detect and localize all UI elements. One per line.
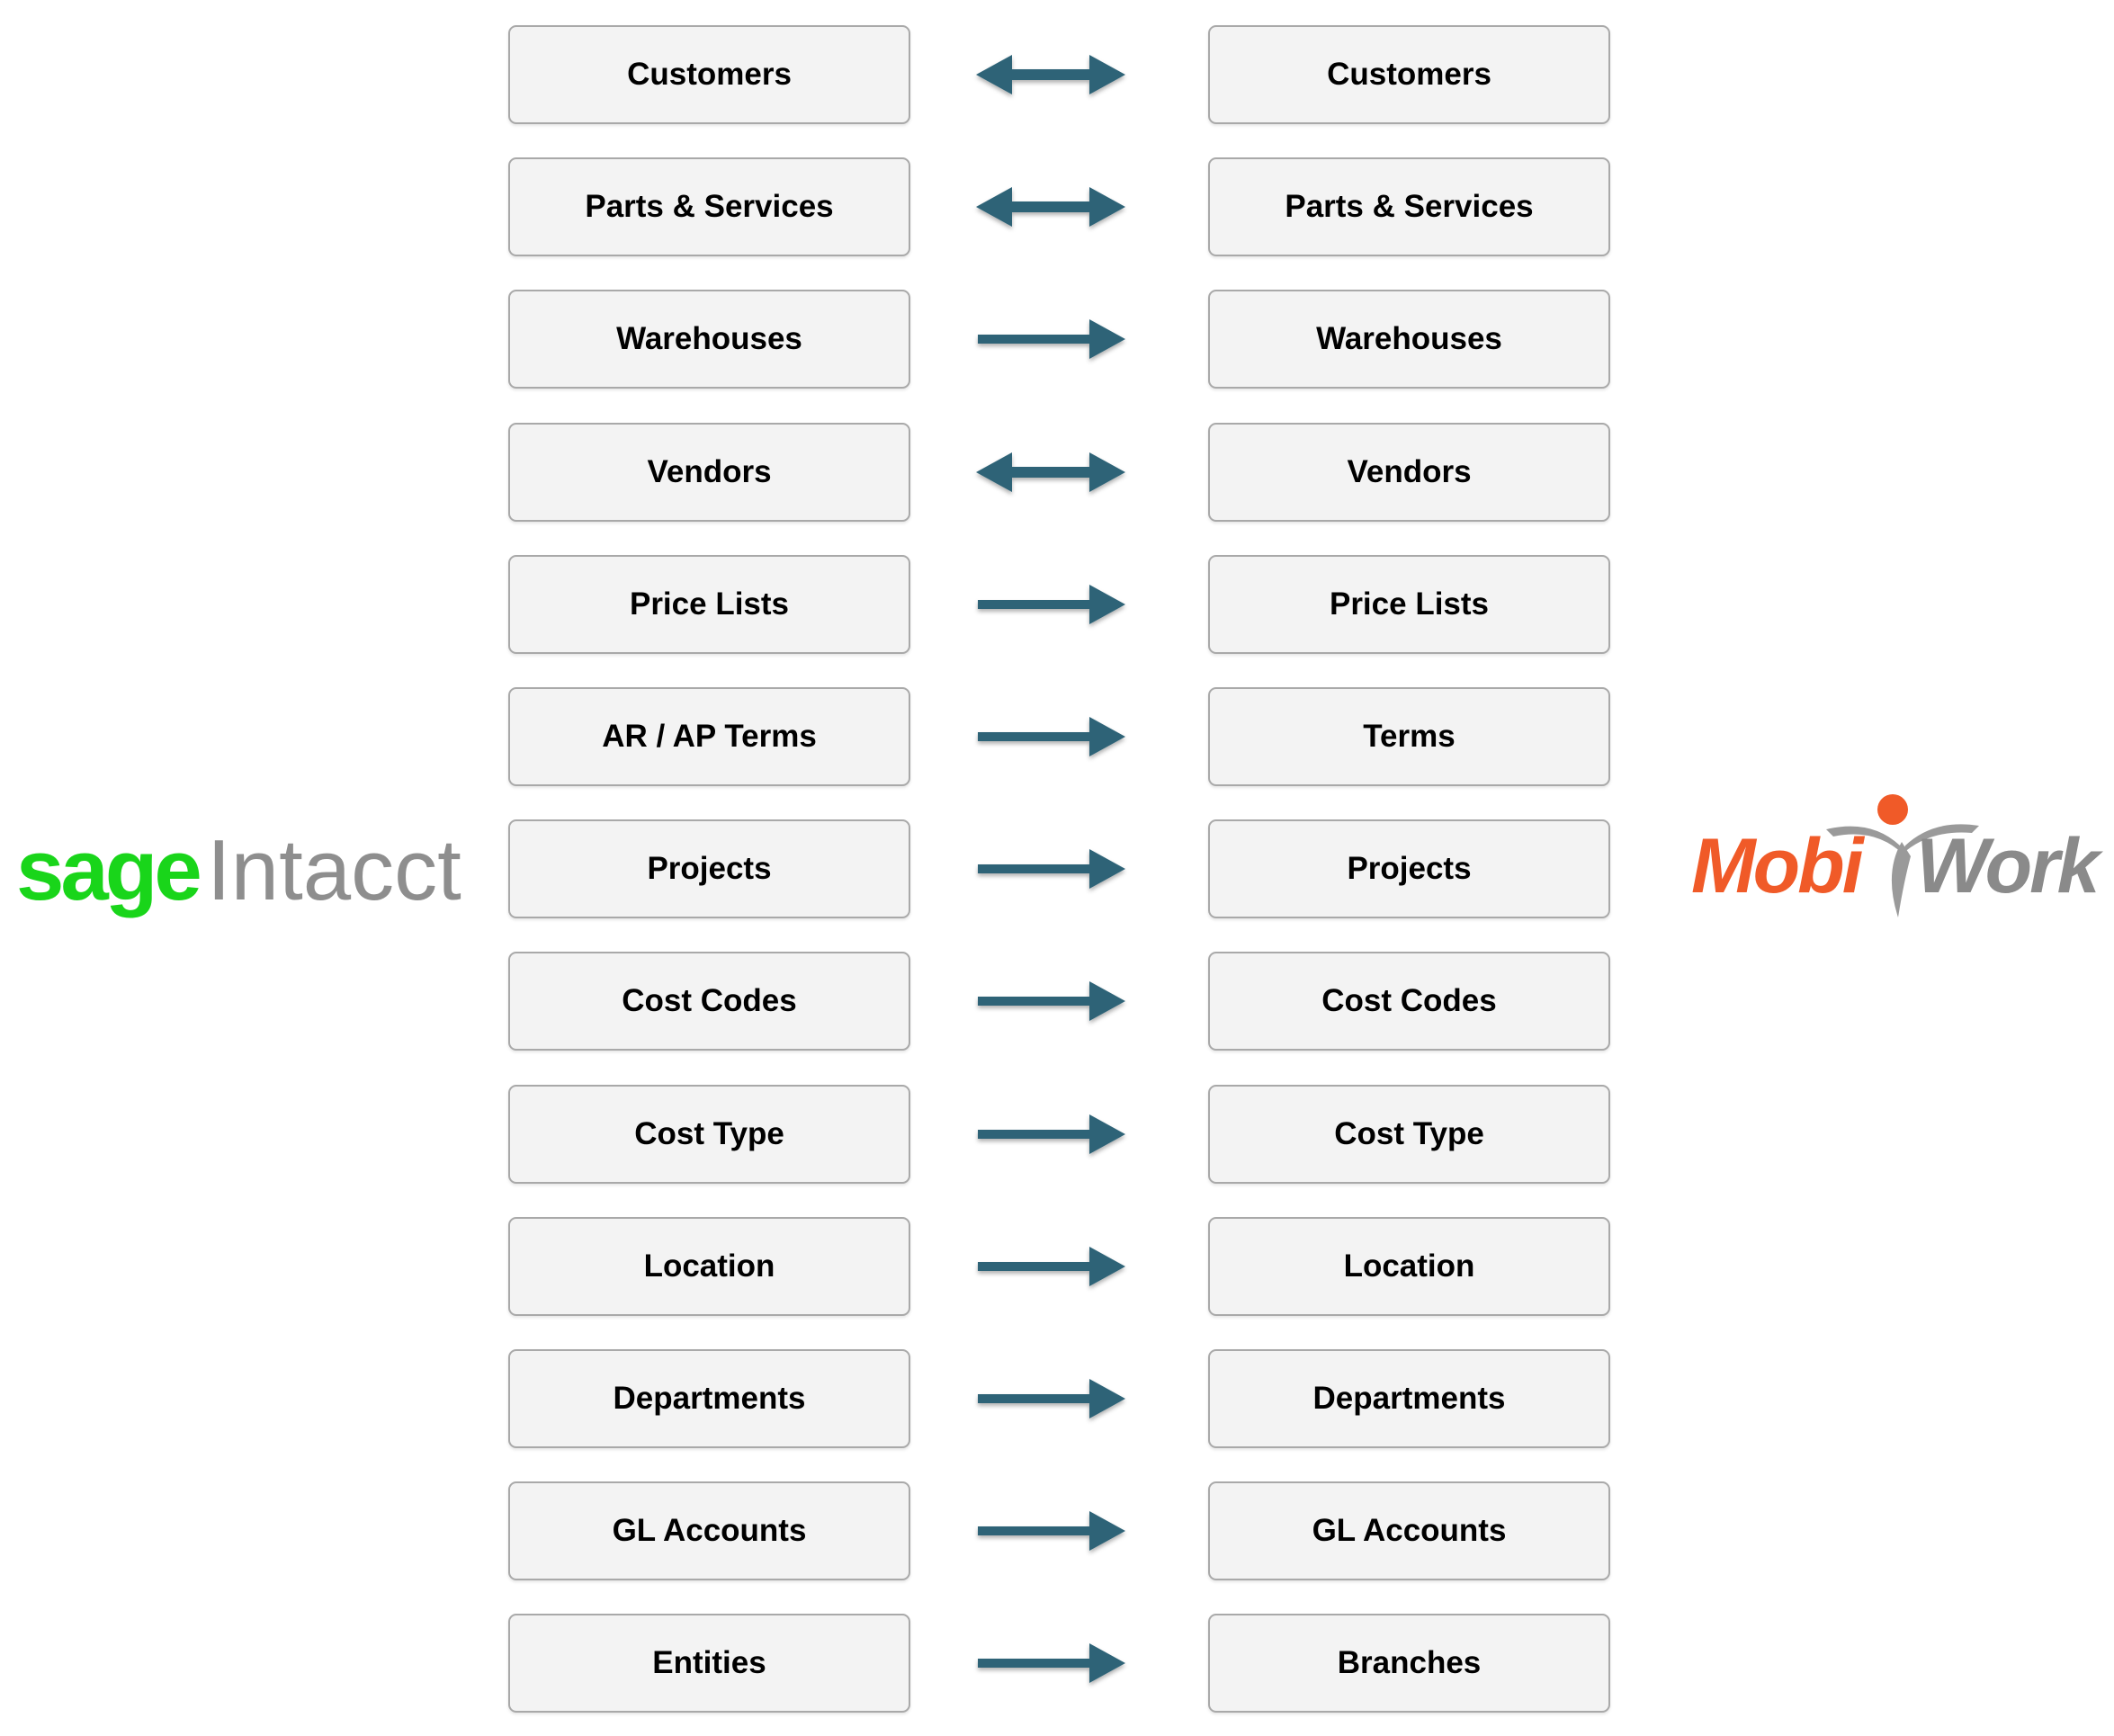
target-box: Terms (1208, 687, 1610, 786)
source-box: Vendors (508, 423, 910, 522)
bidirectional-arrow-icon (976, 452, 1125, 492)
target-box: Price Lists (1208, 555, 1610, 654)
target-box: Vendors (1208, 423, 1610, 522)
one-way-arrow-icon (978, 1379, 1125, 1418)
source-box: Location (508, 1217, 910, 1316)
target-box: Parts & Services (1208, 157, 1610, 256)
figure-body (1891, 842, 1911, 917)
one-way-arrow-icon (978, 717, 1125, 756)
one-way-arrow-icon (978, 849, 1125, 889)
sage-logo-text: sage (16, 822, 200, 918)
bidirectional-arrow-icon (976, 187, 1125, 227)
one-way-arrow-icon (978, 981, 1125, 1021)
target-box: GL Accounts (1208, 1481, 1610, 1580)
one-way-arrow-icon (978, 1247, 1125, 1286)
source-box: Entities (508, 1614, 910, 1713)
one-way-arrow-icon (978, 585, 1125, 624)
source-box: Departments (508, 1349, 910, 1448)
source-box: Parts & Services (508, 157, 910, 256)
target-box: Customers (1208, 25, 1610, 124)
bidirectional-arrow-icon (976, 55, 1125, 94)
intacct-logo-text: Intacct (207, 822, 461, 918)
mobi-logo-text: Mobi (1691, 823, 1866, 909)
one-way-arrow-icon (978, 1643, 1125, 1683)
target-box: Cost Codes (1208, 952, 1610, 1051)
source-box: Warehouses (508, 290, 910, 389)
target-box: Warehouses (1208, 290, 1610, 389)
target-box: Branches (1208, 1614, 1610, 1713)
target-box: Projects (1208, 819, 1610, 918)
source-box: Cost Type (508, 1085, 910, 1184)
source-box: Cost Codes (508, 952, 910, 1051)
source-box: AR / AP Terms (508, 687, 910, 786)
target-box: Cost Type (1208, 1085, 1610, 1184)
one-way-arrow-icon (978, 1511, 1125, 1551)
source-box: GL Accounts (508, 1481, 910, 1580)
sage-intacct-logo: sage Intacct (16, 822, 461, 918)
mobiwork-logo: Mobi Work (1691, 794, 2107, 917)
figure-head-icon (1877, 794, 1908, 825)
one-way-arrow-icon (978, 1114, 1125, 1154)
target-box: Departments (1208, 1349, 1610, 1448)
source-box: Customers (508, 25, 910, 124)
figure-left-arm (1826, 826, 1903, 855)
one-way-arrow-icon (978, 319, 1125, 359)
work-logo-text: Work (1916, 823, 2104, 909)
target-box: Location (1208, 1217, 1610, 1316)
source-box: Projects (508, 819, 910, 918)
source-box: Price Lists (508, 555, 910, 654)
figure-right-arm (1902, 824, 1979, 855)
